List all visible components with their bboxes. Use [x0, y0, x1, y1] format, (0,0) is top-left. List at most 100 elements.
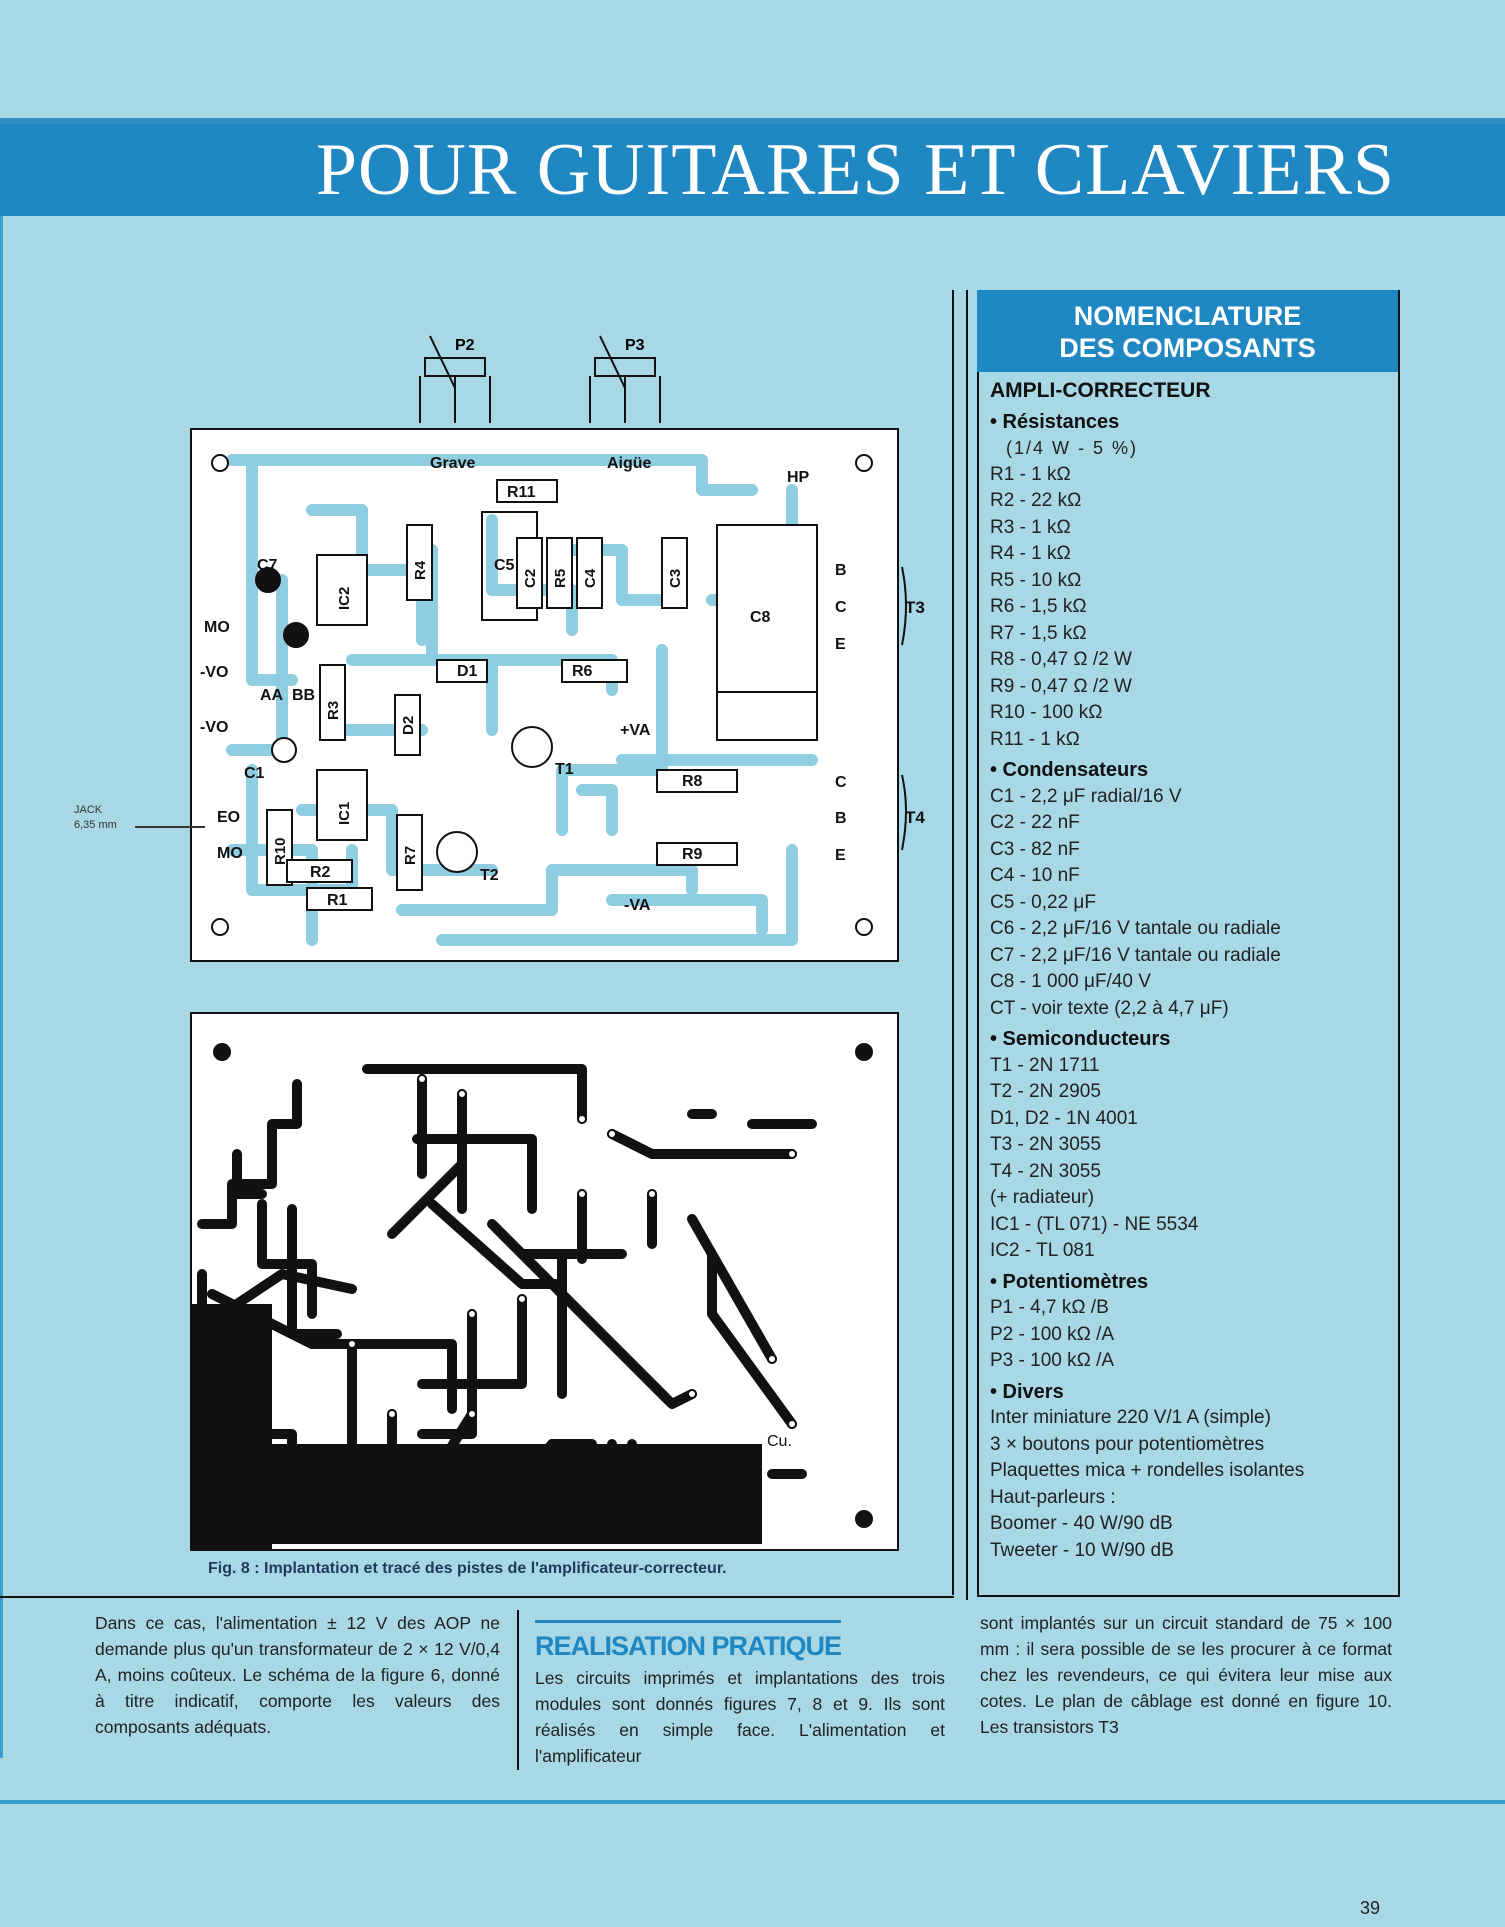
semiconducteurs-title: • Semiconducteurs	[990, 1028, 1171, 1050]
resistances-item: R3 - 1 kΩ	[990, 516, 1071, 538]
ic1-chip	[316, 769, 368, 841]
label-r11: R11	[507, 484, 536, 501]
pcb-copper-traces: Cu.	[190, 1012, 899, 1551]
potentiometres-item: P3 - 100 kΩ /A	[990, 1350, 1115, 1371]
divers-item: Haut-parleurs :	[990, 1486, 1116, 1508]
label-c8: C8	[750, 609, 771, 626]
resistances-item: R11 - 1 kΩ	[990, 728, 1080, 750]
label-pin-e2: E	[835, 847, 846, 864]
label-pin-b: B	[835, 562, 847, 579]
condensateurs-item: C5 - 0,22 μF	[990, 891, 1096, 913]
condensateurs-item: C3 - 82 nF	[990, 838, 1080, 860]
label-p3: P3	[625, 337, 645, 354]
resistances-item: R4 - 1 kΩ	[990, 543, 1071, 564]
label-t3: T3	[905, 598, 925, 617]
divers-item: Inter miniature 220 V/1 A (simple)	[990, 1407, 1271, 1428]
divers-item: Plaquettes mica + rondelles isolantes	[990, 1460, 1305, 1481]
resistances-item: R5 - 10 kΩ	[990, 569, 1082, 591]
pcb-text-labels: Grave Aigüe HP R11 C5 C8 MO -VO -VO AA B…	[200, 455, 847, 914]
nomenclature-panel	[977, 290, 1400, 1597]
condensateurs-item: C6 - 2,2 μF/16 V tantale ou radiale	[990, 918, 1281, 939]
column-divider	[966, 290, 968, 1600]
label-t1: T1	[555, 761, 574, 778]
label-c7: C7	[257, 557, 278, 574]
label-c4: C4	[582, 568, 599, 588]
label-eo: EO	[217, 809, 240, 826]
condensateurs-list: C1 - 2,2 μF radial/16 V C2 - 22 nF C3 - 82…	[990, 784, 1392, 1023]
text-column-3: sont implantés sur un circuit standard d…	[980, 1613, 1392, 1737]
ground-plane-bottom	[232, 1444, 762, 1544]
jack-label-text: JACK	[74, 804, 103, 816]
resistances-unit: (1/4 W - 5 %)	[1006, 438, 1139, 458]
header-rule	[0, 118, 1505, 124]
nomenclature-heading-line1: NOMENCLATURE	[1073, 301, 1302, 331]
page-number: 39	[1360, 1898, 1381, 1918]
left-margin-mark	[0, 118, 15, 1758]
label-mo: MO	[204, 619, 230, 636]
condensateurs-item: C2 - 22 nF	[990, 812, 1080, 833]
divers-item: Tweeter - 10 W/90 dB	[990, 1539, 1174, 1561]
label-aigue: Aigüe	[607, 455, 652, 472]
column-rule-1	[517, 1610, 519, 1770]
label-hp: HP	[787, 469, 810, 486]
potentiometres-item: P2 - 100 kΩ /A	[990, 1323, 1115, 1345]
condensateurs-item: C1 - 2,2 μF radial/16 V	[990, 785, 1182, 807]
figure-caption: Fig. 8 : Implantation et tracé des piste…	[208, 1560, 727, 1577]
label-ic1: IC1	[336, 802, 353, 825]
divers-item: 3 × boutons pour potentiomètres	[990, 1433, 1265, 1455]
semiconducteurs-item: (+ radiateur)	[990, 1187, 1095, 1208]
label-aa: AA	[260, 687, 284, 704]
condensateurs-title: • Condensateurs	[990, 759, 1149, 781]
label-r8: R8	[682, 773, 703, 790]
semiconducteurs-item: T4 - 2N 3055	[990, 1160, 1101, 1182]
pcb-components	[211, 454, 873, 936]
page-title: POUR GUITARES ET CLAVIERS	[315, 129, 1395, 211]
semiconducteurs-item: IC1 - (TL 071) - NE 5534	[990, 1213, 1199, 1235]
label-c2: C2	[522, 569, 539, 588]
label-c5: C5	[494, 557, 515, 574]
figure-frame-bottom	[0, 1596, 954, 1598]
label-va-minus: -VA	[624, 897, 651, 914]
text-column-2: REALISATION PRATIQUE Les circuits imprim…	[535, 1620, 945, 1769]
label-r7: R7	[402, 846, 419, 865]
pcb-pads	[192, 1043, 873, 1549]
label-va-plus: +VA	[620, 722, 651, 739]
label-t2: T2	[480, 867, 499, 884]
ic2-chip	[316, 554, 368, 626]
figure-frame-right	[952, 290, 954, 1595]
t3-t4-brackets	[901, 566, 907, 851]
label-pin-b2: B	[835, 810, 847, 827]
label-grave: Grave	[430, 455, 475, 472]
label-pin-e: E	[835, 636, 846, 653]
label-pin-c2: C	[835, 774, 847, 791]
label-r5: R5	[552, 569, 569, 588]
resistances-item: R1 - 1 kΩ	[990, 463, 1071, 485]
pcb-vertical-labels: R4 C2 R5 C4 C3 IC2 IC1 R3 D2 R10 R7	[272, 560, 684, 865]
label-mo-2: MO	[217, 845, 243, 862]
label-bb: BB	[292, 687, 315, 704]
potentiometres-title: • Potentiomètres	[990, 1270, 1149, 1293]
label-pin-c: C	[835, 599, 847, 616]
potentiometres-item: P1 - 4,7 kΩ /B	[990, 1297, 1109, 1318]
label-p2: P2	[455, 337, 475, 354]
pcb-layout-diagram: Grave Aigüe HP R11 C5 C8 MO -VO -VO AA B…	[200, 454, 873, 946]
condensateurs-item: C4 - 10 nF	[990, 865, 1080, 886]
label-t4: T4	[905, 808, 925, 827]
jack-label: JACK 6,35 mm	[74, 803, 117, 833]
label-r3: R3	[325, 701, 342, 720]
semiconducteurs-item: T2 - 2N 2905	[990, 1081, 1101, 1102]
semiconducteurs-item: T3 - 2N 3055	[990, 1134, 1101, 1155]
section-ampli-correcteur: AMPLI-CORRECTEUR	[990, 379, 1211, 402]
label-r6: R6	[572, 663, 593, 680]
section-title-realisation: REALISATION PRATIQUE	[535, 1620, 842, 1661]
label-d2: D2	[400, 716, 417, 735]
resistances-title: • Résistances	[990, 410, 1120, 433]
pcb-holes	[347, 1074, 797, 1429]
label-r9: R9	[682, 846, 703, 863]
resistances-item: R9 - 0,47 Ω /2 W	[990, 675, 1132, 697]
semiconducteurs-item: T1 - 2N 1711	[990, 1054, 1100, 1076]
resistances-item: R10 - 100 kΩ	[990, 702, 1103, 723]
text-column-2-body: Les circuits imprimés et implantations d…	[535, 1668, 945, 1766]
